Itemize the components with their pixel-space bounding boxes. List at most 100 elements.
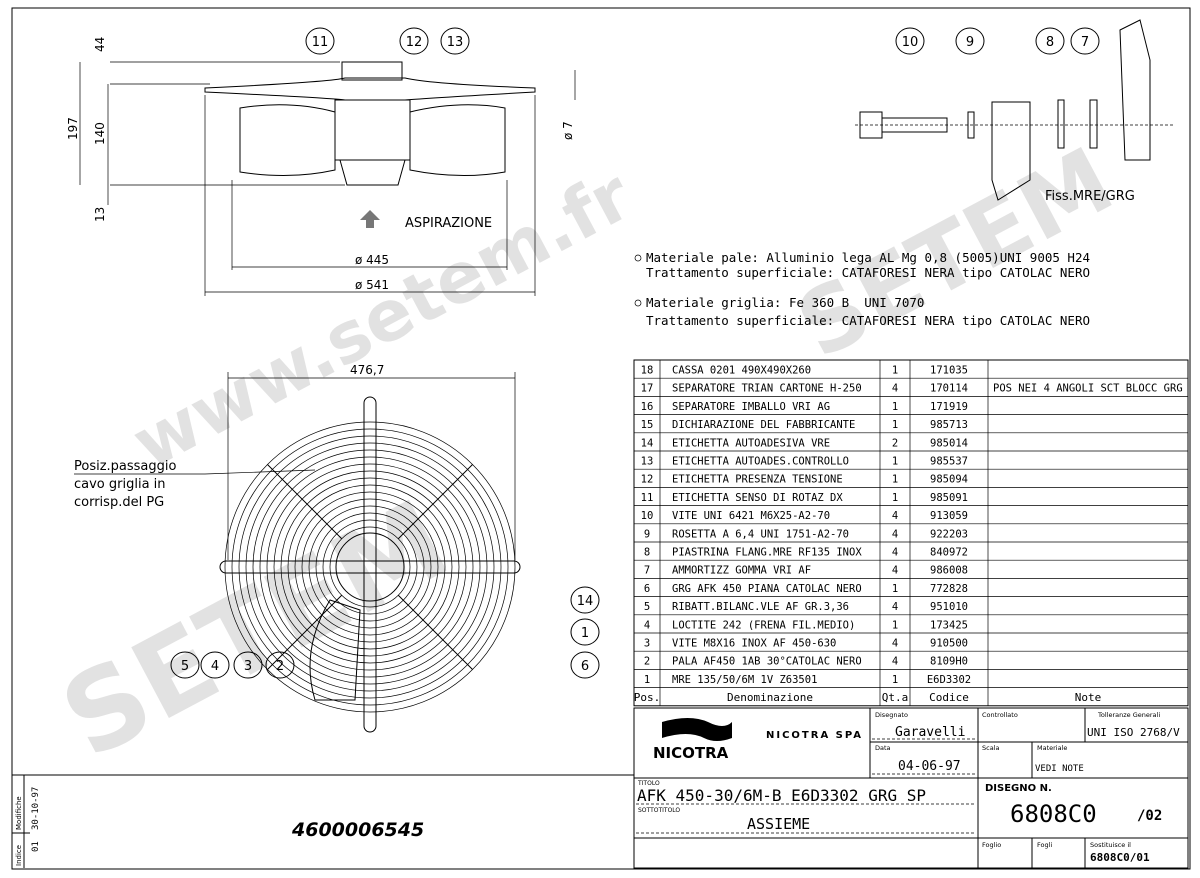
grille-ring [224, 421, 516, 713]
bom-cell: 14 [641, 437, 654, 449]
balloon-4 [200, 651, 230, 679]
bom-cell: 15 [641, 419, 654, 431]
balloon-label: 13 [447, 35, 464, 50]
bom-cell: 13 [641, 456, 654, 468]
balloon-9 [955, 27, 985, 55]
materiale-value: VEDI NOTE [1035, 764, 1084, 774]
cable-note-line2: cavo griglia in [74, 477, 166, 492]
bom-cell: 173425 [930, 619, 968, 631]
bom-cell: 3 [644, 638, 650, 650]
grille-ring [315, 512, 425, 622]
balloon-label: 10 [902, 35, 919, 50]
revision-number: /02 [1137, 808, 1162, 824]
bom-cell: SEPARATORE TRIAN CARTONE H-250 [672, 383, 862, 395]
nicotra-logo-wave-icon [662, 718, 732, 741]
bom-cell: PIASTRINA FLANG.MRE RF135 INOX [672, 547, 862, 559]
revision-date: 30-10-97 [31, 787, 41, 830]
bom-cell: 11 [641, 492, 654, 504]
grille-spoke [267, 464, 343, 540]
data-value: 04-06-97 [898, 759, 961, 774]
bom-cell: PALA AF450 1AB 30°CATOLAC NERO [672, 656, 862, 668]
dim-d7: ø 7 [561, 121, 575, 140]
dim-d445: ø 445 [355, 253, 389, 267]
fixing-label: Fiss.MRE/GRG [1045, 189, 1135, 204]
balloon-label: 11 [312, 35, 329, 50]
bom-cell: LOCTITE 242 (FRENA FIL.MEDIO) [672, 619, 855, 631]
title-block: NICOTRA NICOTRA SPA Disegnato Garavelli … [633, 707, 1189, 869]
bom-cell: ROSETTA A 6,4 UNI 1751-A2-70 [672, 528, 849, 540]
bom-cell: ETICHETTA AUTOADESIVA VRE [672, 437, 830, 449]
bom-cell: 1 [892, 583, 898, 595]
foglio-label: Foglio [982, 841, 1001, 849]
bom-cell: 1 [892, 492, 898, 504]
bom-frame [633, 359, 1189, 707]
bom-header: Denominazione [727, 691, 813, 704]
bom-cell: DICHIARAZIONE DEL FABBRICANTE [672, 419, 855, 431]
note-blade-material: Materiale pale: Alluminio lega AL Mg 0,8… [646, 250, 1090, 265]
scala-label: Scala [982, 744, 999, 752]
material-notes: Materiale pale: Alluminio lega AL Mg 0,8… [634, 250, 1090, 328]
bom-cell: SEPARATORE IMBALLO VRI AG [672, 401, 830, 413]
grille-arm [219, 560, 521, 574]
revision-block: Modifiche Indice 30-10-97 01 4600006545 [12, 708, 635, 868]
grille-spoke [397, 594, 473, 670]
grille-arm [363, 396, 377, 733]
bom-cell: 2 [644, 656, 650, 668]
bom-cell: 12 [641, 474, 654, 486]
bom-cell: POS NEI 4 ANGOLI SCT BLOCC GRG [993, 383, 1183, 395]
balloon-14 [570, 586, 600, 614]
bom-cell: 4 [892, 601, 898, 613]
bom-cell: 840972 [930, 547, 968, 559]
nicotra-logo: NICOTRA [653, 744, 729, 762]
bom-cell: VITE UNI 6421 M6X25-A2-70 [672, 510, 830, 522]
data-label: Data [875, 744, 891, 752]
bom-cell: 16 [641, 401, 654, 413]
bom-row: 4 LOCTITE 242 (FRENA FIL.MEDIO) 1 173425 [644, 619, 968, 631]
bom-cell: 4 [644, 619, 650, 631]
bom-cell: 1 [892, 456, 898, 468]
grille-ring [294, 491, 446, 643]
disegnato-label: Disegnato [875, 711, 908, 719]
grille-ring [231, 428, 509, 706]
balloon-12 [399, 27, 429, 55]
dim-44: 44 [93, 37, 107, 52]
bom-cell: 18 [641, 365, 654, 377]
balloon-label: 12 [406, 35, 423, 50]
grille-ring [273, 470, 467, 664]
grille-ring [322, 519, 418, 615]
bom-cell: 1 [892, 419, 898, 431]
bom-cell: 1 [892, 619, 898, 631]
grille-ring [245, 442, 495, 692]
bom-cell: 5 [644, 601, 650, 613]
balloon-7 [1070, 27, 1100, 55]
bom-cell: CASSA 0201 490X490X260 [672, 365, 811, 377]
motor-hub [335, 532, 405, 602]
bom-cell: 1 [892, 474, 898, 486]
dim-140: 140 [93, 122, 107, 145]
bom-cell: 171035 [930, 365, 968, 377]
bom-cell: 772828 [930, 583, 968, 595]
balloon-label: 2 [276, 659, 284, 674]
balloon-8 [1035, 27, 1065, 55]
note-grille-treatment: Trattamento superficiale: CATAFORESI NER… [646, 313, 1090, 328]
svg-text:www.setem.fr: www.setem.fr [119, 154, 644, 485]
balloon-label: 5 [181, 659, 189, 674]
bom-cell: 170114 [930, 383, 968, 395]
bom-cell: 985537 [930, 456, 968, 468]
balloon-1 [570, 618, 600, 646]
bom-cell: ETICHETTA PRESENZA TENSIONE [672, 474, 843, 486]
cable-note-line3: corrisp.del PG [74, 495, 164, 510]
fan-side-view: 44 197 140 13 ø 7 ASPIRAZIONE ø 445 ø 54… [66, 37, 576, 296]
drawing-frame [11, 7, 1191, 870]
